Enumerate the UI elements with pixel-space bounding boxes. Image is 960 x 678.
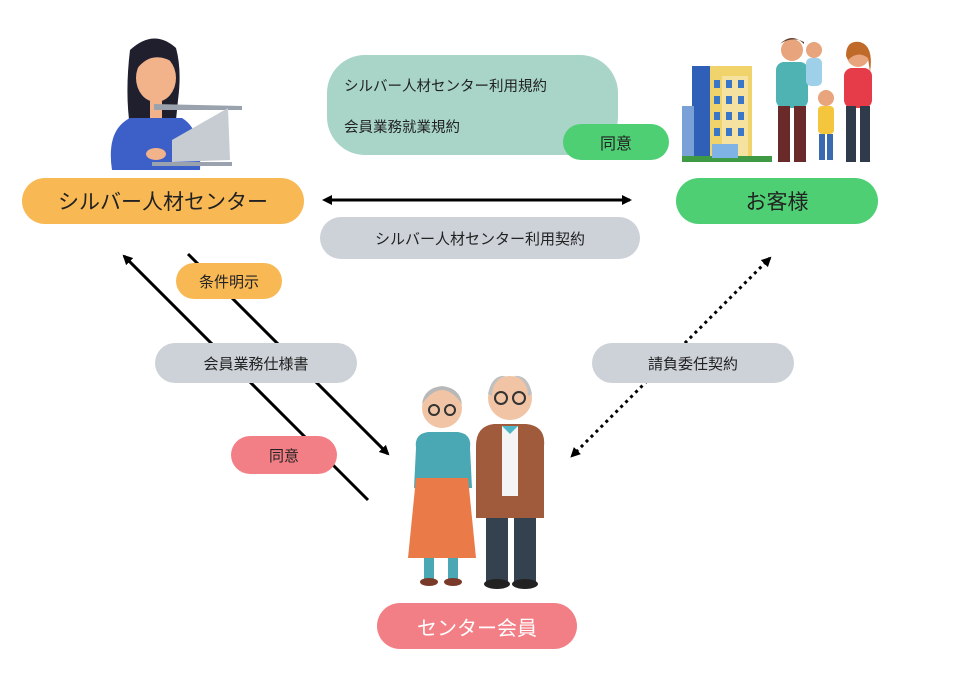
work-rules-text: 会員業務就業規約 <box>344 120 460 136</box>
staff-with-laptop-illustration <box>110 38 242 170</box>
silver-center-node: シルバー人材センター <box>22 178 304 224</box>
rules-agree-badge: 同意 <box>563 124 669 160</box>
usage-rules-text: シルバー人材センター利用規約 <box>344 79 547 95</box>
contract-work-label: 請負委任契約 <box>592 343 794 383</box>
condition-notice-label: 条件明示 <box>176 263 282 299</box>
building-illustration <box>682 66 772 162</box>
usage-contract-label: シルバー人材センター利用契約 <box>320 217 640 259</box>
customer-node: お客様 <box>676 178 878 224</box>
member-work-spec-label: 会員業務仕様書 <box>155 343 357 383</box>
member-agree-label: 同意 <box>231 436 337 474</box>
elderly-couple-illustration <box>408 375 545 589</box>
member-node: センター会員 <box>377 603 577 649</box>
family-illustration <box>776 38 872 162</box>
